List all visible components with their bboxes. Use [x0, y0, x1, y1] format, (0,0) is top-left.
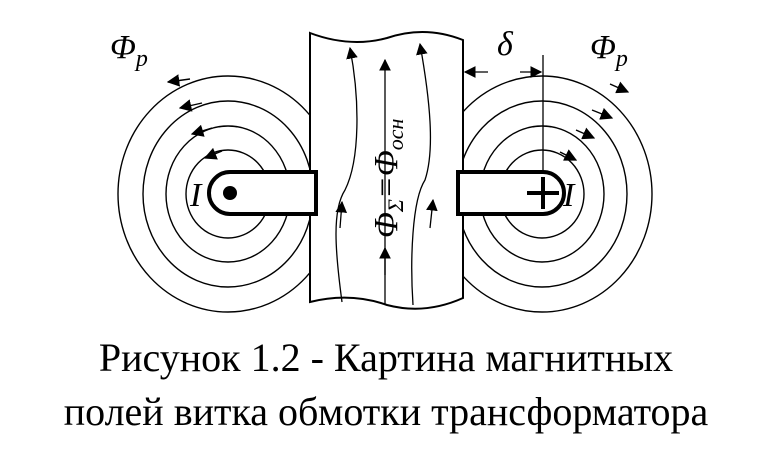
right-field-arrow-1	[609, 81, 630, 94]
right-field-arrow-3	[575, 127, 596, 140]
core-flux-lower-arrows	[335, 198, 438, 275]
core-lower-arrow-1	[335, 200, 348, 229]
gap-label: δ	[497, 26, 514, 63]
left-conductor-body	[207, 170, 318, 216]
transformer-core	[309, 30, 464, 310]
right-field-arrows	[559, 81, 630, 161]
left-field-arrow-4	[203, 147, 223, 160]
figure-caption-line-1: Рисунок 1.2 - Картина магнитных	[98, 335, 674, 380]
core-flux-line-3	[411, 42, 432, 306]
right-field-arrow-4	[559, 149, 578, 161]
core-flux-line-1	[335, 46, 358, 303]
current-out-dot	[223, 186, 237, 200]
left-field-arrows	[166, 74, 223, 160]
leakage-flux-right-label: Φp	[590, 29, 628, 72]
current-left-label: I	[189, 177, 203, 214]
left-field-arrow-3	[190, 124, 213, 137]
leakage-flux-left-label: Φp	[110, 29, 148, 72]
right-conductor-body	[456, 170, 566, 216]
right-field-arrow-2	[591, 107, 614, 120]
right-conductor	[456, 170, 566, 216]
left-field-arrow-2	[178, 99, 203, 112]
left-conductor	[207, 170, 318, 216]
left-field-arrow-1	[166, 74, 191, 87]
gap-dimension	[463, 55, 544, 172]
figure-caption-line-2: полей витка обмотки трансформатора	[63, 389, 709, 434]
core-flux-label: ΦΣ=Φосн	[368, 118, 408, 238]
current-right-label: I	[562, 177, 576, 214]
core-lower-arrow-3	[426, 198, 438, 229]
